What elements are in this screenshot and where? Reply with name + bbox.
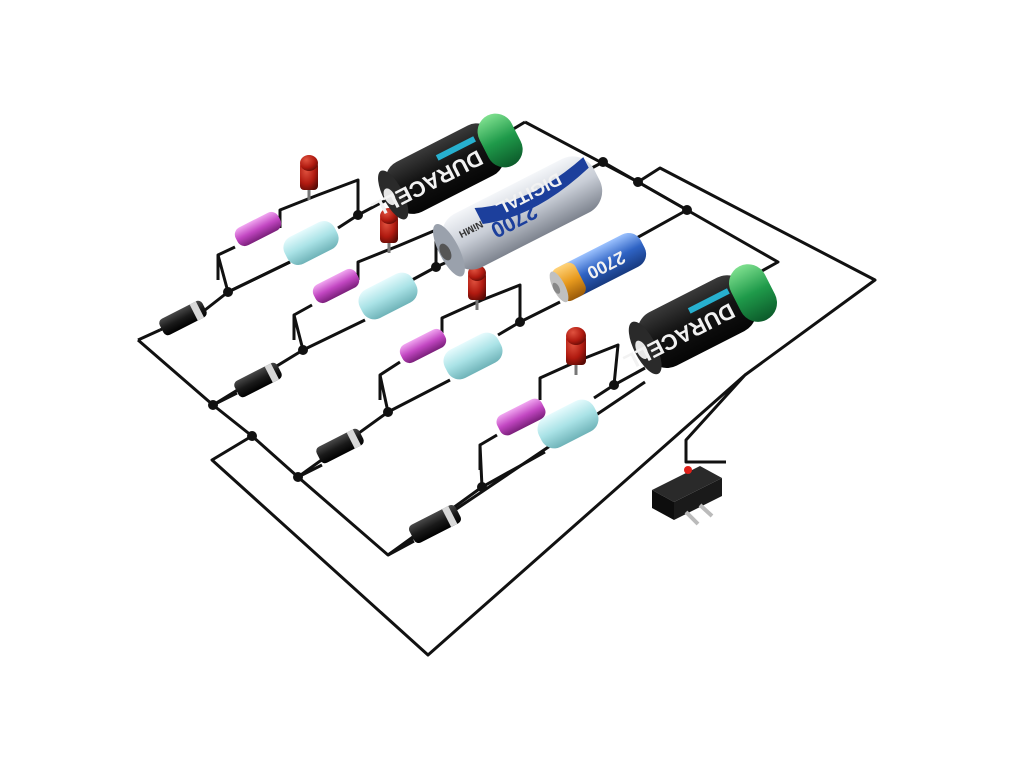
diode-icon	[234, 362, 282, 398]
slide-switch-icon	[652, 466, 722, 526]
resistor-icon	[496, 398, 546, 436]
junctions	[208, 157, 692, 492]
capacitor-icon	[537, 399, 599, 449]
resistor-icon	[312, 268, 360, 304]
led-icon	[566, 327, 586, 375]
resistor-icon	[234, 211, 282, 247]
led-icon	[300, 155, 318, 200]
capacitor-icon	[358, 272, 418, 320]
diode-icon	[409, 505, 461, 543]
diode-icon	[316, 428, 364, 464]
resistor-icon	[399, 328, 447, 364]
led-icon	[468, 265, 486, 310]
diode-icon	[159, 300, 207, 336]
capacitor-icon	[443, 332, 503, 380]
small-cell-battery: 2700	[549, 233, 647, 303]
capacitor-icon	[283, 221, 339, 265]
